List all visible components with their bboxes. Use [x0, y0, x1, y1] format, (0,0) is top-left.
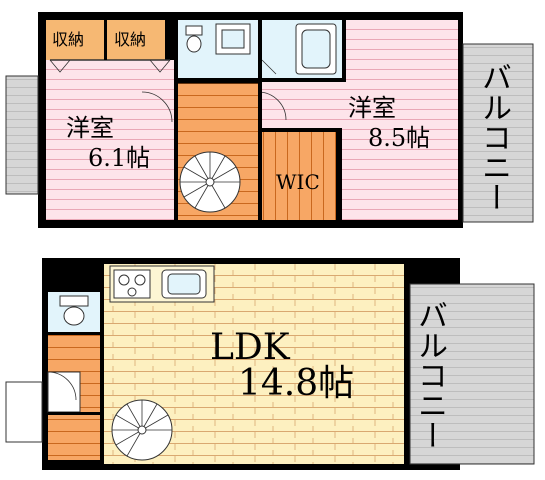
storage-right-area: [107, 20, 165, 60]
lower-balcony-label: バルコニー: [412, 300, 447, 450]
upper-left-balcony-area: [5, 75, 39, 195]
sink-icon: [161, 269, 207, 299]
lower-floor: [42, 258, 460, 470]
storage-left-label: 収納: [52, 30, 85, 49]
walk-in-closet-label: WIC: [276, 170, 320, 194]
upper-balcony-label: バルコニー: [476, 62, 511, 212]
toilet-icon: [185, 25, 203, 53]
storage-right-label: 収納: [114, 30, 147, 49]
lower-balcony-area: [409, 283, 535, 465]
lower-toilet-icon: [59, 295, 89, 326]
western-room-left-size: 6.1帖: [88, 144, 151, 172]
western-room-left-area: [46, 60, 174, 220]
ldk-name: LDK: [210, 327, 290, 368]
western-room-left-name: 洋室: [66, 114, 114, 142]
ldk-size: 14.8帖: [238, 363, 355, 404]
lower-spiral-staircase-icon: [111, 399, 173, 461]
spiral-staircase-icon: [179, 151, 241, 213]
upper-floor: [38, 12, 463, 228]
stove-icon: [113, 269, 151, 299]
western-room-right-size: 8.5帖: [368, 124, 431, 152]
upper-balcony-area: [462, 43, 534, 223]
lower-left-outside-area: [5, 381, 43, 443]
washbasin-icon: [215, 23, 251, 55]
western-room-right-name: 洋室: [348, 94, 396, 122]
storage-left-area: [46, 20, 104, 60]
